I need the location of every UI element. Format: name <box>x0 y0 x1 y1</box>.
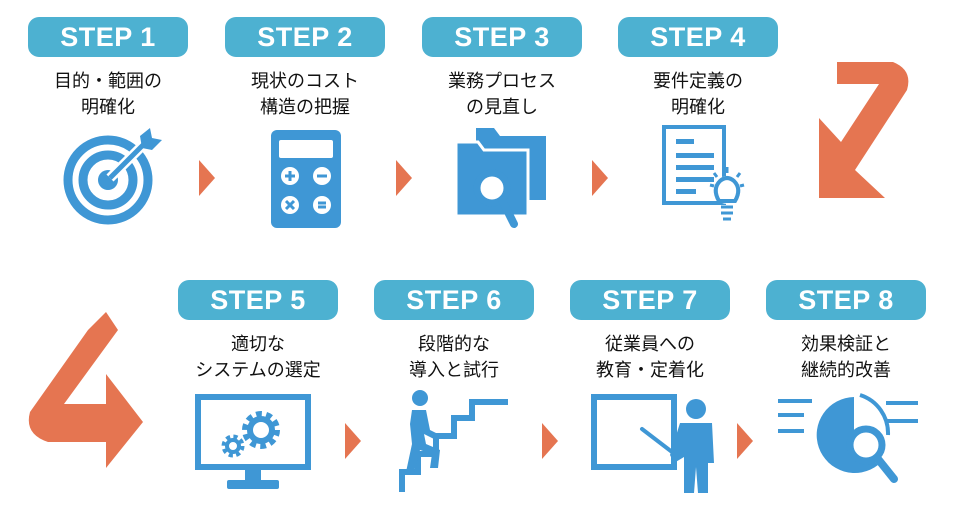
step-label: 現状のコスト 構造の把握 <box>251 71 359 118</box>
arrow-right-icon <box>592 160 608 196</box>
step-2: STEP 2 現状のコスト 構造の把握 <box>225 17 385 121</box>
step-label: 適切な システムの選定 <box>195 334 321 381</box>
step-4: STEP 4 要件定義の 明確化 <box>618 17 778 121</box>
step-label: 業務プロセス の見直し <box>448 71 556 118</box>
step-label: 効果検証と 継続的改善 <box>801 334 891 381</box>
step-7: STEP 7 従業員への 教育・定着化 <box>570 280 730 384</box>
arrow-right-icon <box>199 160 215 196</box>
calculator-icon <box>271 130 341 228</box>
turn-down-right-arrow-icon <box>28 312 143 468</box>
arrow-right-icon <box>345 423 361 459</box>
arrow-right-icon <box>396 160 412 196</box>
step-badge: STEP 5 <box>178 280 338 320</box>
document-lightbulb-icon <box>662 125 745 221</box>
arrow-right-icon <box>737 423 753 459</box>
step-badge: STEP 3 <box>422 17 582 57</box>
step-badge: STEP 1 <box>28 17 188 57</box>
monitor-gears-icon <box>195 394 311 489</box>
folder-search-icon <box>456 128 546 228</box>
person-stairs-icon <box>399 390 508 492</box>
step-8: STEP 8 効果検証と 継続的改善 <box>766 280 926 384</box>
step-badge: STEP 2 <box>225 17 385 57</box>
step-badge: STEP 8 <box>766 280 926 320</box>
target-icon <box>63 128 162 225</box>
chart-magnifier-icon <box>778 393 918 483</box>
arrow-right-icon <box>542 423 558 459</box>
step-label: 要件定義の 明確化 <box>653 71 743 118</box>
step-label: 従業員への 教育・定着化 <box>596 334 704 381</box>
step-1: STEP 1 目的・範囲の 明確化 <box>28 17 188 121</box>
presenter-board-icon <box>591 394 714 493</box>
step-6: STEP 6 段階的な 導入と試行 <box>374 280 534 384</box>
step-5: STEP 5 適切な システムの選定 <box>178 280 338 384</box>
step-label: 段階的な 導入と試行 <box>409 334 499 381</box>
step-badge: STEP 4 <box>618 17 778 57</box>
step-label: 目的・範囲の 明確化 <box>54 71 162 118</box>
step-badge: STEP 7 <box>570 280 730 320</box>
step-badge: STEP 6 <box>374 280 534 320</box>
turn-down-left-arrow-icon <box>819 62 909 198</box>
step-3: STEP 3 業務プロセス の見直し <box>422 17 582 121</box>
